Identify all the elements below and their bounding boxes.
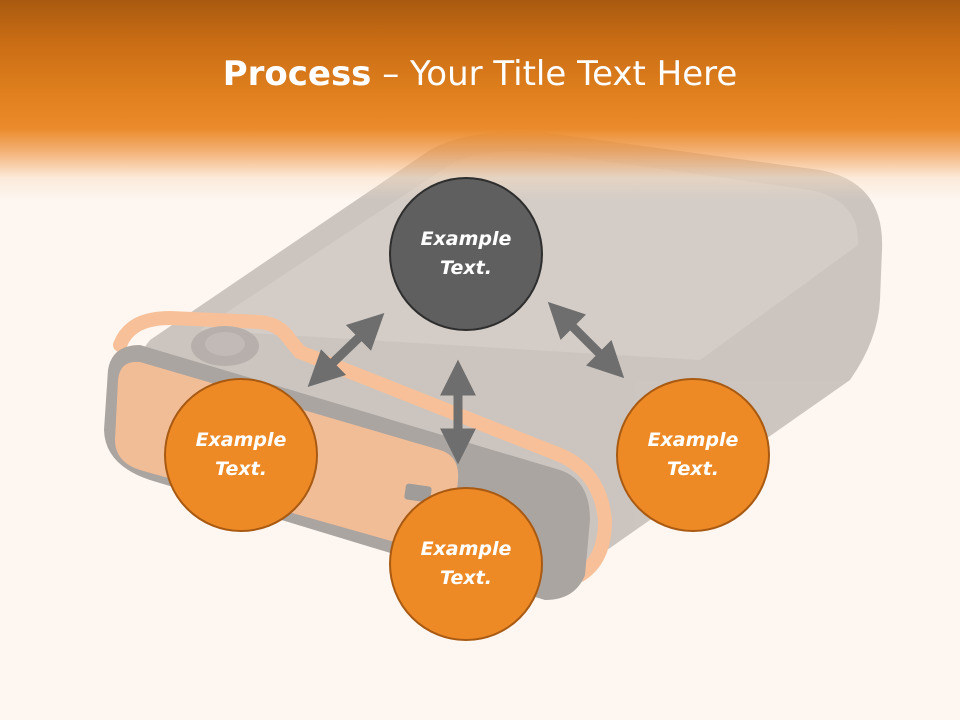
process-node-left-label: Example Text.: [195, 429, 287, 480]
header-band: [0, 0, 960, 200]
arrow-center-right: [547, 301, 625, 379]
arrow-center-left: [307, 313, 385, 387]
process-node-center: Example Text.: [389, 177, 543, 331]
process-node-center-label: Example Text.: [420, 228, 512, 279]
process-node-left: Example Text.: [164, 378, 318, 532]
slide-title: Process – Your Title Text Here: [0, 52, 960, 96]
process-node-bottom-label: Example Text.: [420, 538, 512, 589]
process-node-right: Example Text.: [616, 378, 770, 532]
slide-title-bold: Process: [222, 54, 372, 94]
process-node-bottom: Example Text.: [389, 487, 543, 641]
process-node-right-label: Example Text.: [647, 429, 739, 480]
slide-title-rest: – Your Title Text Here: [371, 54, 738, 94]
